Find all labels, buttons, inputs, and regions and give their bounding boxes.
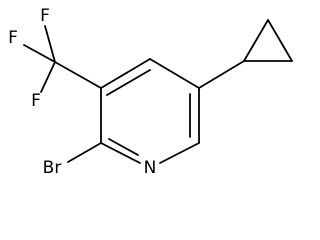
atom-label-bromine: Br (43, 158, 62, 178)
molecule-drawing: F F F Br N (8, 6, 293, 178)
bond-cf3-f3 (40, 61, 56, 93)
bond-cf3-f2 (23, 44, 56, 63)
bond-c5-cyclopropyl (198, 60, 245, 89)
pyridine-ring (100, 58, 200, 164)
atom-label-nitrogen: N (144, 158, 157, 178)
atom-label-fluorine-bottom: F (31, 91, 41, 111)
bond-c2-br (67, 142, 102, 163)
structure-diagram: F F F Br N (8, 6, 293, 178)
trifluoromethyl-group (23, 25, 102, 93)
bond-n-c2-inner (108, 138, 139, 156)
bond-n-c2 (100, 142, 141, 164)
bond-cp-2 (267, 19, 293, 62)
bond-cp-1 (243, 19, 269, 62)
bond-c6-n (159, 142, 200, 164)
atom-label-fluorine-left: F (8, 28, 18, 48)
bond-c4-c5 (149, 58, 200, 89)
bond-c3-cf3 (54, 61, 102, 89)
bond-cf3-f1 (44, 25, 56, 63)
bond-c4-c4-inner (106, 69, 151, 96)
cyclopropyl-group (198, 19, 293, 89)
bond-c3-c4 (100, 58, 151, 89)
atom-label-fluorine-top: F (40, 6, 50, 26)
